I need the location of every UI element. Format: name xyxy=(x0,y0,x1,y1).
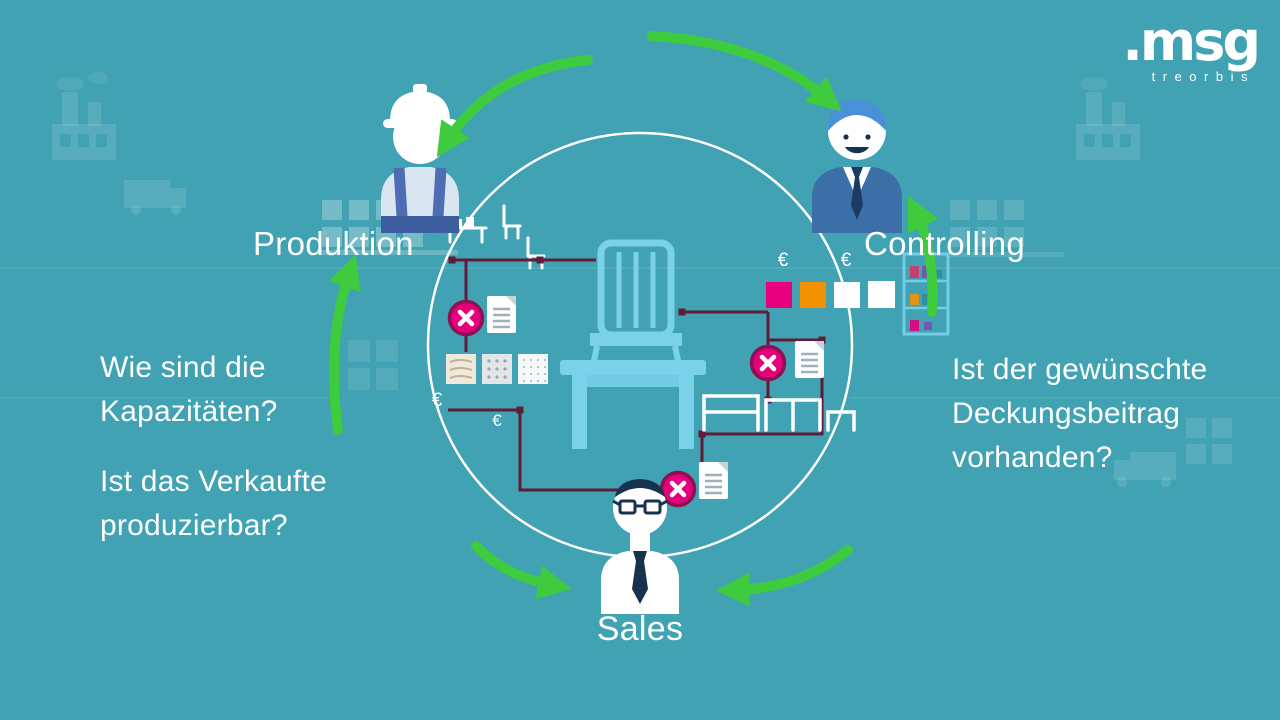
question-line: Deckungsbeitrag xyxy=(952,397,1181,430)
truck-icon xyxy=(124,180,186,215)
document-icon xyxy=(795,341,824,378)
error-badge xyxy=(749,344,787,382)
question-capacity: Wie sind die Kapazitäten? xyxy=(100,346,278,434)
console-table-icon xyxy=(702,394,760,432)
arrow-top-left xyxy=(436,55,593,158)
question-margin: Ist der gewünschte Deckungsbeitrag vorha… xyxy=(952,348,1207,480)
euro-symbol: € xyxy=(841,250,852,271)
cycle-arrows xyxy=(328,31,939,607)
question-line: Wie sind die xyxy=(100,351,266,384)
square-orange xyxy=(800,282,826,308)
persona-produktion-figure xyxy=(381,84,459,234)
question-line: Ist das Verkaufte xyxy=(100,465,327,498)
euro-symbol: € xyxy=(492,411,502,430)
stool-icon xyxy=(826,410,856,432)
persona-sales-figure xyxy=(601,479,679,614)
question-producible: Ist das Verkaufte produzierbar? xyxy=(100,460,327,548)
question-line: produzierbar? xyxy=(100,509,288,542)
hair xyxy=(828,100,886,131)
arrow-bottom-left xyxy=(471,541,573,600)
label-controlling: Controlling xyxy=(864,225,1026,262)
question-line: vorhanden? xyxy=(952,441,1113,474)
square-white-2 xyxy=(868,281,895,308)
document-icon xyxy=(487,296,516,333)
factory-icon-right xyxy=(1086,92,1102,126)
material-swatches xyxy=(446,354,548,384)
label-produktion: Produktion xyxy=(253,225,414,262)
logo-subtitle: treorbis xyxy=(1151,68,1255,84)
interior-scene: € € € € xyxy=(432,204,895,508)
question-line: Kapazitäten? xyxy=(100,395,278,428)
mini-chair-icon-2 xyxy=(526,236,546,270)
tie-icon xyxy=(632,551,648,604)
truck-icon-right xyxy=(1114,452,1176,487)
smile xyxy=(845,147,869,154)
shelf-icon xyxy=(764,398,822,432)
cost-squares: € € xyxy=(766,250,895,308)
arrow-right-up xyxy=(907,195,939,317)
euro-symbol: € xyxy=(432,390,443,411)
tie-icon xyxy=(851,167,863,220)
brand-logo: .msg treorbis xyxy=(1122,10,1261,84)
table-icon xyxy=(560,360,706,449)
document-icon xyxy=(699,462,728,499)
square-white xyxy=(834,282,860,308)
error-badge xyxy=(447,299,485,337)
arrow-left-up xyxy=(328,254,361,435)
furniture-outlines xyxy=(702,394,856,432)
logo-wordmark: .msg xyxy=(1122,10,1261,73)
pallet-boxes-left xyxy=(348,340,398,390)
euro-symbol: € xyxy=(778,250,789,271)
glasses-icon xyxy=(612,499,668,515)
factory-icon xyxy=(62,92,78,126)
arrow-top-right xyxy=(647,31,842,112)
question-line: Ist der gewünschte xyxy=(952,353,1208,386)
arrow-bottom-right xyxy=(715,545,853,607)
square-magenta xyxy=(766,282,792,308)
persona-controlling-figure xyxy=(812,100,902,233)
label-sales: Sales xyxy=(596,610,684,648)
boxes-bottom-right xyxy=(1186,418,1232,464)
mini-chair-icon xyxy=(502,204,522,240)
hair xyxy=(615,479,665,497)
shelf-boxes-right xyxy=(946,200,1064,257)
chair-icon xyxy=(590,239,682,367)
hard-hat-icon xyxy=(390,91,450,121)
